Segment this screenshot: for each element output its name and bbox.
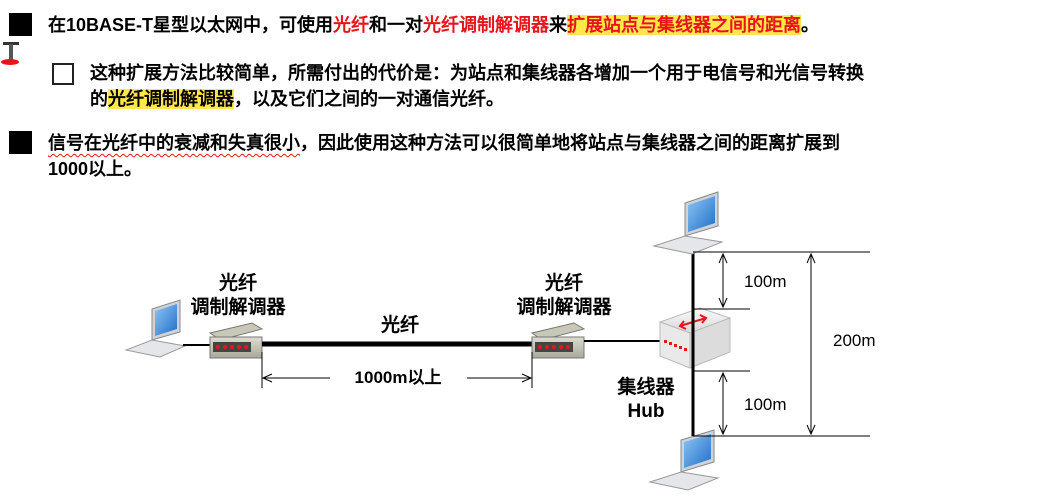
modem-right-label-l2: 调制解调器	[516, 297, 612, 318]
hub-label-cn: 集线器	[617, 377, 675, 398]
distance-label: 1000m以上	[354, 368, 442, 387]
modem-right-label-l1: 光纤	[544, 273, 583, 294]
bullet-1-part: 和一对	[369, 15, 424, 35]
laptop-left-icon	[124, 299, 187, 358]
modem-right-label: 光纤 调制解调器	[506, 272, 622, 320]
modem-left-label-l1: 光纤	[218, 273, 257, 294]
bullet-1-modem: 光纤调制解调器	[423, 15, 550, 35]
dist-top-label: 100m	[744, 272, 787, 291]
bullet-2-text: ，因此使用这种方法可以很简单地将站点与集线器之间的距离扩展到	[300, 133, 840, 153]
fiber-label: 光纤	[380, 315, 419, 336]
dist-total-label: 200m	[833, 331, 876, 350]
bullet-2-line-1: 信号在光纤中的衰减和失真很小，因此使用这种方法可以很简单地将站点与集线器之间的距…	[48, 132, 840, 155]
dist-bottom-label: 100m	[744, 395, 787, 414]
bullet-1-highlight: 扩展站点与集线器之间的距离	[567, 15, 802, 35]
fiber-modem-left-icon	[208, 322, 264, 359]
sub-bullet-line-1: 这种扩展方法比较简单，所需付出的代价是：为站点和集线器各增加一个用于电信号和光信…	[90, 62, 864, 85]
hub-label: 集线器 Hub	[606, 376, 686, 424]
sub-bullet-text: 这种扩展方法比较简单，所需付出的代价是：为站点和集线器各增加一个用于电信号和光信…	[90, 63, 864, 83]
sub-bullet-line-2: 的光纤调制解调器，以及它们之间的一对通信光纤。	[90, 88, 504, 111]
pen-tool-icon	[1, 42, 19, 65]
fiber-modem-right-icon	[530, 322, 586, 359]
sub-bullet-highlight: 光纤调制解调器	[108, 89, 234, 109]
bullet-1-part: 。	[801, 15, 820, 35]
sub-bullet-text: ，以及它们之间的一对通信光纤。	[234, 89, 504, 109]
bullet-1-fiber: 光纤	[333, 15, 370, 35]
sub-bullet-checkbox	[52, 63, 74, 85]
modem-left-label-l2: 调制解调器	[190, 297, 286, 318]
hub-icon	[658, 307, 732, 369]
sub-bullet-text: 的	[90, 89, 108, 109]
bullet-2-underlined: 信号在光纤中的衰减和失真很小	[48, 133, 300, 153]
bullet-square-2	[9, 131, 32, 154]
bullet-1-part: 来	[549, 15, 568, 35]
modem-left-label: 光纤 调制解调器	[180, 272, 296, 320]
bullet-1-part: 在10BASE-T星型以太网中，可使用	[48, 15, 334, 35]
bullet-2-line-2: 1000以上。	[48, 158, 142, 181]
bullet-2-text: 1000以上。	[48, 159, 143, 179]
laptop-top-icon	[652, 191, 724, 255]
hub-label-en: Hub	[627, 401, 665, 422]
bullet-square-1	[9, 13, 32, 36]
laptop-bottom-icon	[648, 429, 720, 491]
bullet-1-text: 在10BASE-T星型以太网中，可使用光纤和一对光纤调制解调器来扩展站点与集线器…	[48, 14, 819, 37]
